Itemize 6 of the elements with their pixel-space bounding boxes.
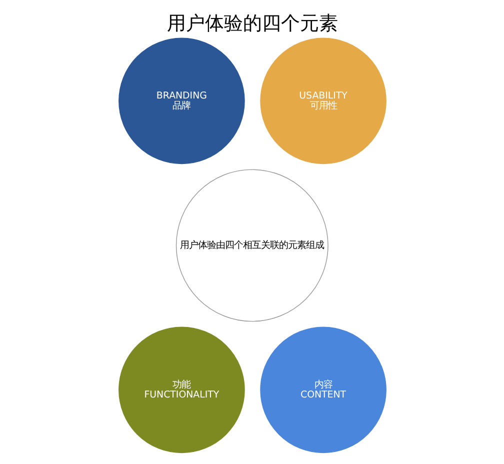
node-circle: 内容 CONTENT [260, 326, 386, 454]
diagram-title: 用户体验的四个元素 [166, 12, 338, 34]
node-circle: 用户体验由四个相互关联的元素组成 [175, 169, 328, 322]
node-circle: 功能 FUNCTIONALITY [118, 326, 244, 454]
node-circle: USABILITY 可用性 [260, 38, 386, 164]
node-circle: BRANDING 品牌 [118, 38, 244, 164]
